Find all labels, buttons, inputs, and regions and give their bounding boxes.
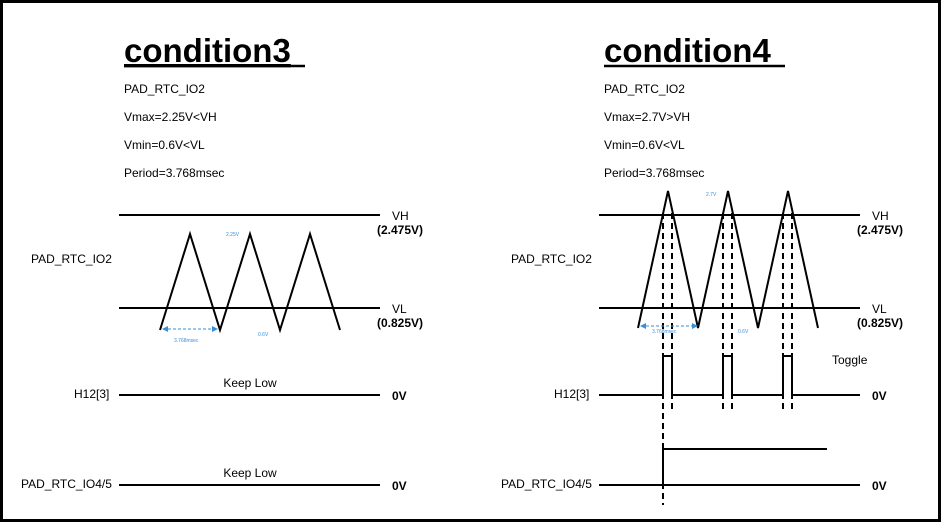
condition3-io45-label: PAD_RTC_IO4/5: [21, 477, 112, 491]
condition4-param-vmax: Vmax=2.7V>VH: [604, 110, 690, 124]
condition4-panel: condition4 PAD_RTC_IO2 Vmax=2.7V>VH Vmin…: [501, 32, 903, 505]
condition3-vh-label: VH: [392, 209, 409, 223]
condition4-min-annotation: 0.6V: [738, 329, 749, 335]
condition3-param-vmin: Vmin=0.6V<VL: [124, 138, 205, 152]
condition3-io45-state: Keep Low: [223, 466, 277, 480]
condition3-h12-label: H12[3]: [74, 387, 109, 401]
condition3-title: condition3: [124, 32, 291, 69]
condition4-io45-level: 0V: [872, 479, 887, 493]
condition3-param-vmax: Vmax=2.25V<VH: [124, 110, 217, 124]
condition3-signal-label: PAD_RTC_IO2: [31, 252, 112, 266]
condition4-h12-label: H12[3]: [554, 387, 589, 401]
condition3-period-annotation: 3.768msec: [174, 338, 199, 344]
condition4-period-annotation: 3.768msec: [652, 329, 677, 335]
condition4-peak-annotation: 2.7V: [706, 192, 717, 198]
condition3-vl-label: VL: [392, 302, 407, 316]
condition3-param-period: Period=3.768msec: [124, 166, 224, 180]
condition4-param-pad: PAD_RTC_IO2: [604, 82, 685, 96]
condition3-min-annotation: 0.6V: [258, 332, 269, 338]
condition4-title: condition4: [604, 32, 771, 69]
condition3-peak-annotation: 2.25V: [226, 232, 240, 238]
condition3-h12-state: Keep Low: [223, 376, 277, 390]
condition3-vh-value: (2.475V): [377, 223, 423, 237]
condition3-vl-value: (0.825V): [377, 316, 423, 330]
condition3-h12-level: 0V: [392, 389, 407, 403]
condition3-triangle-wave: [159, 230, 341, 334]
condition4-param-vmin: Vmin=0.6V<VL: [604, 138, 685, 152]
condition4-toggle-label: Toggle: [832, 353, 868, 367]
condition4-io45-label: PAD_RTC_IO4/5: [501, 477, 592, 491]
condition4-h12-level: 0V: [872, 389, 887, 403]
condition3-param-pad: PAD_RTC_IO2: [124, 82, 205, 96]
condition3-panel: condition3 PAD_RTC_IO2 Vmax=2.25V<VH Vmi…: [21, 32, 423, 493]
condition4-vl-label: VL: [872, 302, 887, 316]
condition4-vl-value: (0.825V): [857, 316, 903, 330]
condition3-io45-level: 0V: [392, 479, 407, 493]
condition4-vh-value: (2.475V): [857, 223, 903, 237]
condition4-h12-waveform: [599, 355, 860, 396]
condition4-io45-high-step: [662, 448, 827, 485]
condition4-triangle-wave: [637, 190, 819, 329]
condition4-vh-label: VH: [872, 209, 889, 223]
condition4-param-period: Period=3.768msec: [604, 166, 704, 180]
condition4-signal-label: PAD_RTC_IO2: [511, 252, 592, 266]
